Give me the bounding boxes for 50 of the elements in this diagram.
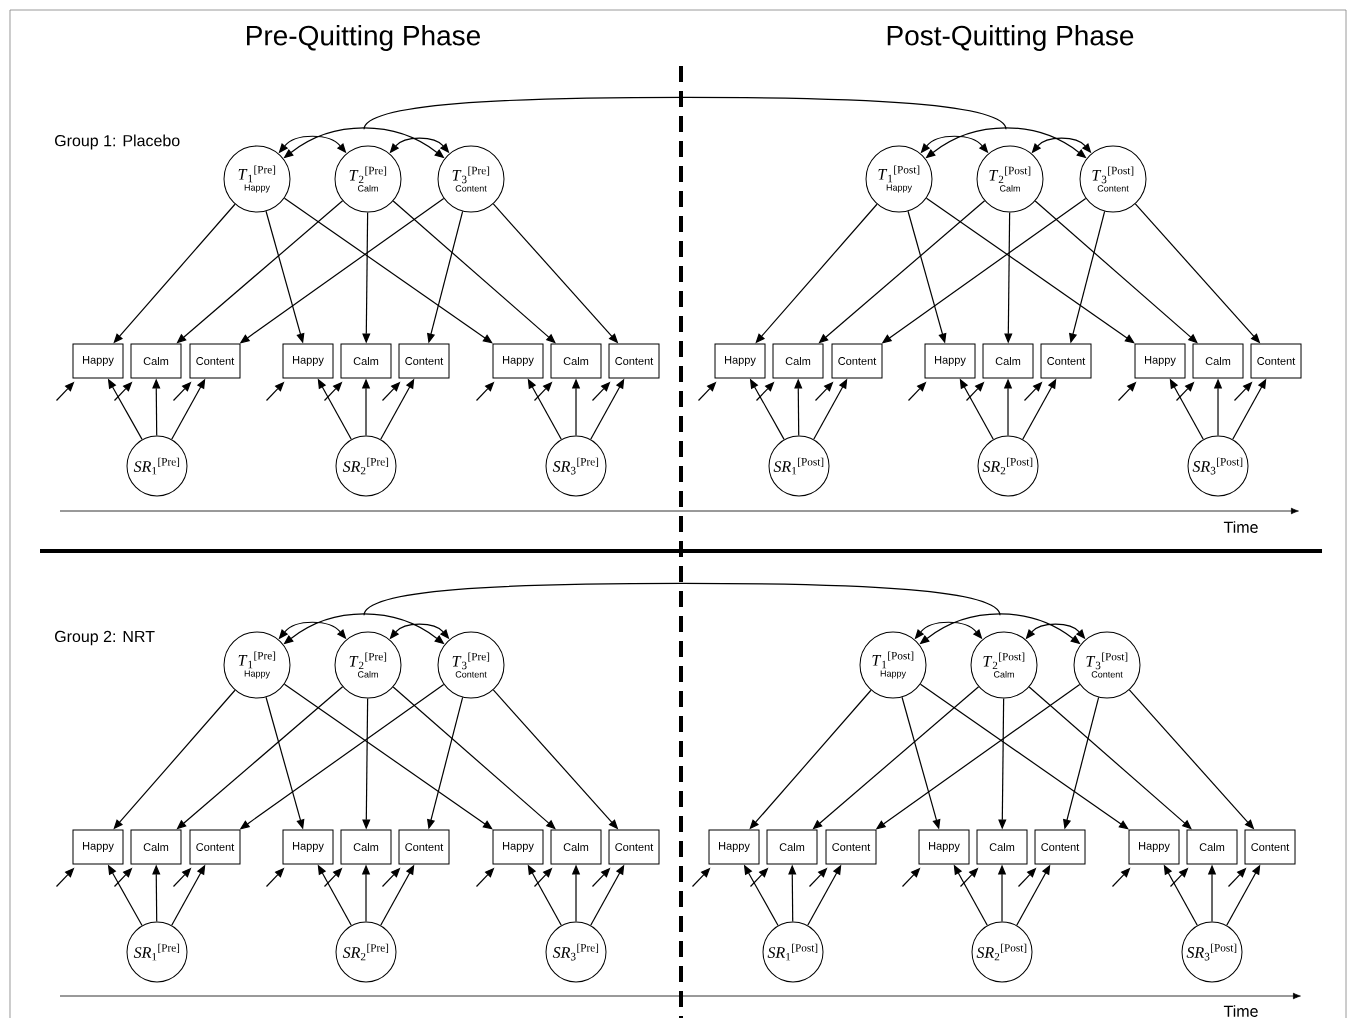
loading-arrow xyxy=(919,683,1129,830)
indicator-box: Content xyxy=(825,829,877,865)
loading-arrow xyxy=(1034,200,1198,344)
axis-label: Time xyxy=(1223,1005,1258,1017)
indicator-box: Content xyxy=(398,343,450,379)
indicator-box: Content xyxy=(831,343,883,379)
indicator-box: Calm xyxy=(982,343,1034,379)
indicator-box: Calm xyxy=(1192,343,1244,379)
phase-heading: Pre-Quitting Phase xyxy=(247,24,480,52)
indicator-box: Happy xyxy=(492,343,544,379)
indicator-box: Happy xyxy=(924,343,976,379)
indicator-box: Calm xyxy=(550,829,602,865)
indicator-box: Happy xyxy=(1128,829,1180,865)
indicator-box: Content xyxy=(189,829,241,865)
loading-arrow xyxy=(283,683,493,830)
group-label: Group 2: NRT xyxy=(55,630,155,646)
indicator-box: Calm xyxy=(1186,829,1238,865)
indicator-box: Content xyxy=(398,829,450,865)
indicator-box: Content xyxy=(1034,829,1086,865)
loading-arrow xyxy=(392,200,556,344)
indicator-box: Calm xyxy=(766,829,818,865)
indicator-box: Content xyxy=(608,829,660,865)
axis-label: Time xyxy=(1223,521,1258,533)
indicator-box: Content xyxy=(1040,343,1092,379)
indicator-box: Calm xyxy=(130,829,182,865)
indicator-box: Calm xyxy=(550,343,602,379)
indicator-box: Happy xyxy=(492,829,544,865)
indicator-box: Content xyxy=(1244,829,1296,865)
loading-arrow xyxy=(1028,686,1192,830)
group-label: Group 1: Placebo xyxy=(55,134,180,150)
indicator-box: Happy xyxy=(1134,343,1186,379)
loading-arrow xyxy=(925,197,1135,344)
indicator-box: Happy xyxy=(714,343,766,379)
indicator-box: Happy xyxy=(918,829,970,865)
indicator-box: Calm xyxy=(130,343,182,379)
indicator-box: Happy xyxy=(708,829,760,865)
indicator-box: Content xyxy=(608,343,660,379)
loading-arrow xyxy=(392,686,556,830)
indicator-box: Happy xyxy=(72,829,124,865)
indicator-box: Calm xyxy=(772,343,824,379)
indicator-box: Calm xyxy=(340,829,392,865)
indicator-box: Content xyxy=(189,343,241,379)
indicator-box: Happy xyxy=(282,829,334,865)
indicator-box: Calm xyxy=(976,829,1028,865)
indicator-box: Happy xyxy=(282,343,334,379)
phase-heading: Post-Quitting Phase xyxy=(887,24,1134,52)
indicator-box: Calm xyxy=(340,343,392,379)
indicator-box: Happy xyxy=(72,343,124,379)
loading-arrow xyxy=(283,197,493,344)
indicator-box: Content xyxy=(1250,343,1302,379)
